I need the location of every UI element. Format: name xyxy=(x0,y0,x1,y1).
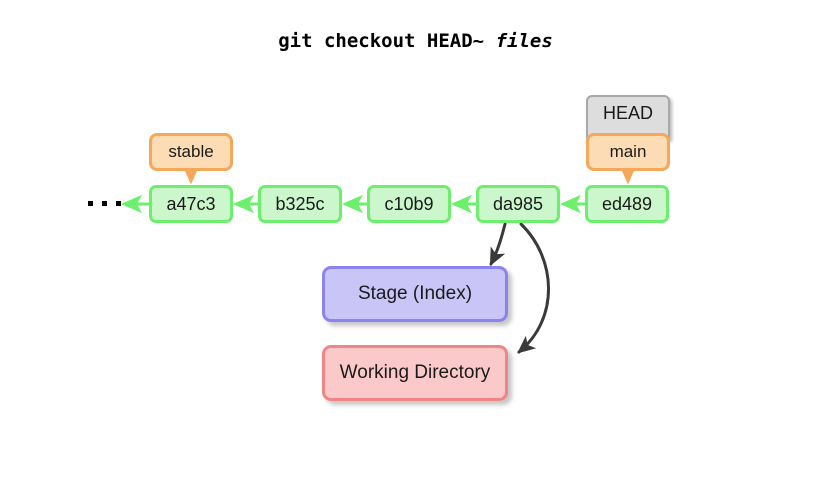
arrow-to-working-directory xyxy=(517,222,550,354)
branch-label-stable[interactable]: stable xyxy=(149,133,233,171)
branch-label-text: main xyxy=(609,142,647,161)
commit-label: da985 xyxy=(492,193,544,214)
title-argument: files xyxy=(495,30,553,52)
commit-label: ed489 xyxy=(601,193,653,214)
commit-node-da985[interactable]: da985 xyxy=(476,185,560,223)
commit-label: a47c3 xyxy=(166,193,216,214)
branch-label-main[interactable]: main xyxy=(586,133,670,171)
head-label-text: HEAD xyxy=(602,103,653,123)
arrow-to-stage xyxy=(489,222,507,267)
title-command: git checkout HEAD~ xyxy=(278,30,496,52)
branch-label-text: stable xyxy=(168,142,214,161)
commit-label: c10b9 xyxy=(384,193,434,214)
history-ellipsis xyxy=(88,201,121,206)
commit-node-b325c[interactable]: b325c xyxy=(258,185,342,223)
ellipsis-dot xyxy=(102,201,107,206)
working-directory-label: Working Directory xyxy=(339,362,491,383)
branch-pointer-arrows xyxy=(183,167,636,185)
working-directory-box[interactable]: Working Directory xyxy=(322,345,508,401)
commit-node-ed489[interactable]: ed489 xyxy=(585,185,669,223)
page-title: git checkout HEAD~ files xyxy=(0,30,831,52)
commit-label: b325c xyxy=(275,193,325,214)
commit-node-c10b9[interactable]: c10b9 xyxy=(367,185,451,223)
checkout-arrows xyxy=(489,222,550,354)
ellipsis-dot xyxy=(88,201,93,206)
ellipsis-dot xyxy=(116,201,121,206)
stage-index-label: Stage (Index) xyxy=(357,283,473,304)
stage-index-box[interactable]: Stage (Index) xyxy=(322,266,508,322)
commit-node-a47c3[interactable]: a47c3 xyxy=(149,185,233,223)
